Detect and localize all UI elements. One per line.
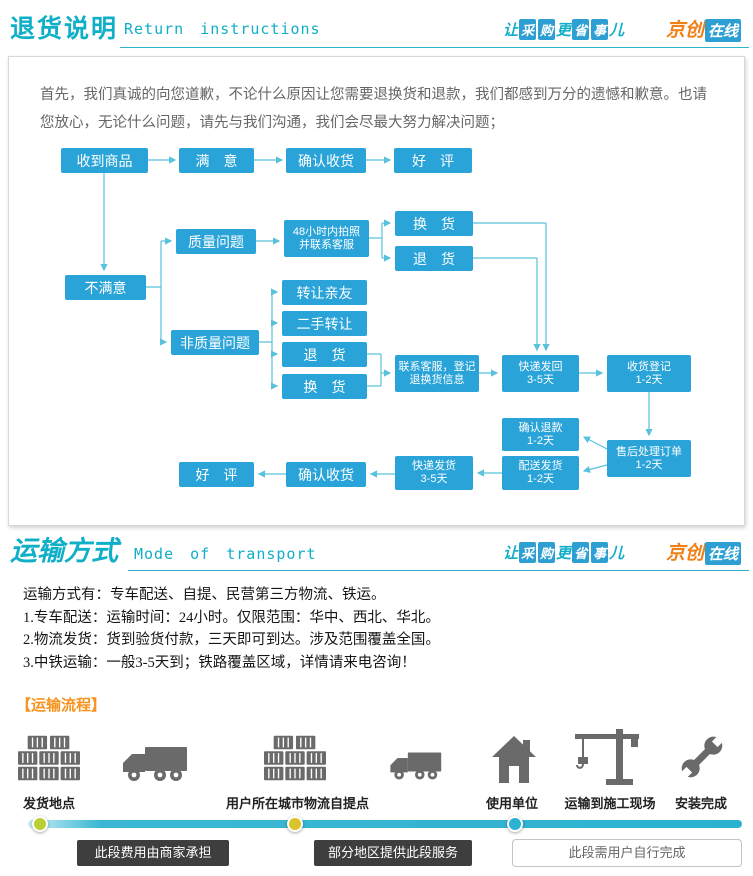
- transport-subtitle: Mode of transport: [134, 545, 317, 563]
- segment-label-partial-areas: 部分地区提供此段服务: [314, 840, 472, 866]
- flow-node-resell: 二手转让: [282, 311, 367, 336]
- flow-node-contact-48h: 48小时内拍照 并联系客服: [284, 220, 369, 257]
- transport-line: 2.物流发货：货到验货付款，三天即可到达。涉及范围覆盖全国。: [23, 632, 440, 648]
- tagline: 让采购更省事儿: [503, 19, 624, 40]
- flow-node-non-quality: 非质量问题: [171, 330, 259, 355]
- timeline-dot: [287, 816, 303, 832]
- returns-subtitle: Return instructions: [124, 20, 321, 38]
- tagline-char: 让: [503, 545, 519, 562]
- station-label-origin: 发货地点: [22, 796, 75, 811]
- brand-name: 京创: [666, 543, 705, 564]
- delivery-truck-icon: [388, 750, 442, 787]
- tagline-boxed-char: 采: [519, 19, 537, 40]
- flow-node-ship-out: 快递发货 3-5天: [395, 456, 473, 490]
- timeline-dot: [32, 816, 48, 832]
- brand-badge: 在线: [705, 19, 742, 42]
- flow-node-exchange-2: 换 货: [282, 374, 367, 399]
- flow-node-quality-issue: 质量问题: [176, 229, 256, 254]
- tagline-char: 儿: [609, 545, 625, 562]
- flow-node-received: 收到商品: [61, 148, 148, 173]
- transport-title: 运输方式: [10, 536, 118, 566]
- station-label-install: 安装完成: [674, 796, 727, 811]
- flow-node-exchange: 换 货: [395, 211, 473, 236]
- tagline-char: 更: [556, 545, 572, 562]
- returns-header: 退货说明 Return instructions 让采购更省事儿 京创在线: [0, 6, 753, 48]
- tagline-boxed-char: 省: [572, 19, 590, 40]
- flow-node-dispatch: 配送发货 1-2天: [502, 456, 579, 490]
- station-label-site: 运输到施工现场: [564, 796, 656, 811]
- brand-badge: 在线: [705, 542, 742, 565]
- brand-logo: 京创在线: [666, 15, 742, 42]
- flow-node-give-to-friends: 转让亲友: [282, 280, 367, 305]
- tagline-boxed-char: 采: [519, 542, 537, 563]
- header-underline: [120, 47, 749, 48]
- transport-flow-title: 【运输流程】: [16, 697, 107, 714]
- returns-panel: 首先，我们真诚的向您道歉，不论什么原因让您需要退换货和退款，我们都感到万分的遗憾…: [8, 56, 745, 526]
- tagline-boxed-char: 事: [591, 542, 609, 563]
- segment-label-user-complete: 此段需用户自行完成: [512, 839, 742, 867]
- tagline-boxed-char: 事: [591, 19, 609, 40]
- flow-node-receipt-register: 收货登记 1-2天: [607, 355, 691, 392]
- truck-icon: [120, 744, 188, 789]
- timeline-bar: [28, 820, 742, 828]
- flow-node-contact-register: 联系客服，登记 退换货信息: [395, 355, 479, 392]
- transport-info: 运输方式有：专车配送、自提、民营第三方物流、铁运。 1.专车配送：运输时间：24…: [23, 584, 440, 674]
- flow-node-unsatisfied: 不满意: [65, 275, 146, 300]
- flow-connectors: [100, 156, 653, 478]
- transport-line: 1.专车配送：运输时间：24小时。仅限范围：华中、西北、华北。: [23, 609, 440, 626]
- transport-line: 运输方式有：专车配送、自提、民营第三方物流、铁运。: [23, 587, 386, 603]
- transport-line: 3.中铁运输：一般3-5天到；铁路覆盖区域，详情请来电咨询！: [23, 654, 416, 671]
- transport-header: 运输方式 Mode of transport 让采购更省事儿 京创在线: [0, 529, 753, 571]
- flow-node-return-2: 退 货: [282, 342, 367, 367]
- flow-node-aftersale-order: 售后处理订单 1-2天: [607, 440, 691, 477]
- header-underline: [128, 570, 749, 571]
- flow-node-satisfied: 满 意: [179, 148, 254, 173]
- containers-icon: [264, 732, 326, 789]
- containers-icon: [18, 732, 80, 789]
- flow-node-good-review: 好 评: [394, 148, 472, 173]
- brand-name: 京创: [666, 20, 705, 41]
- tagline-char: 更: [556, 22, 572, 39]
- flow-node-confirm-receipt-2: 确认收货: [286, 462, 366, 487]
- returns-intro: 首先，我们真诚的向您道歉，不论什么原因让您需要退换货和退款，我们都感到万分的遗憾…: [40, 87, 707, 131]
- tagline: 让采购更省事儿: [503, 542, 624, 563]
- house-icon: [492, 736, 536, 789]
- tagline-char: 让: [503, 22, 519, 39]
- flow-node-ship-back: 快递发回 3-5天: [502, 355, 579, 392]
- tagline-boxed-char: 省: [572, 542, 590, 563]
- flow-node-return: 退 货: [395, 246, 473, 271]
- flow-node-good-review-2: 好 评: [179, 462, 254, 487]
- flow-node-confirm-refund: 确认退款 1-2天: [502, 418, 579, 451]
- station-label-user: 使用单位: [485, 796, 538, 811]
- crane-icon: [575, 727, 641, 792]
- timeline-dot: [507, 816, 523, 832]
- flow-node-confirm-receipt: 确认收货: [286, 148, 366, 173]
- wrench-icon: [678, 731, 726, 788]
- returns-title: 退货说明: [10, 15, 119, 43]
- station-label-pickup: 用户所在城市物流自提点: [225, 796, 369, 811]
- tagline-char: 儿: [609, 22, 625, 39]
- brand-logo: 京创在线: [666, 538, 742, 565]
- tagline-boxed-char: 购: [538, 19, 556, 40]
- segment-label-seller-paid: 此段费用由商家承担: [77, 840, 229, 866]
- tagline-boxed-char: 购: [538, 542, 556, 563]
